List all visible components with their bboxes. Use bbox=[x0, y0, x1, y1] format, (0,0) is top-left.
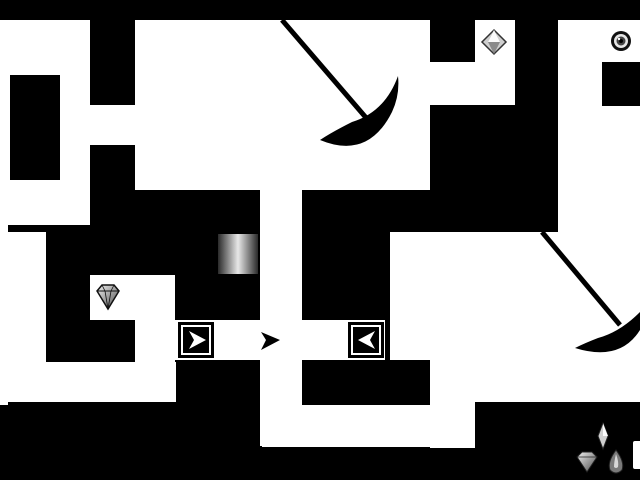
arrow-right-icon bbox=[189, 331, 206, 349]
crystal-icon[interactable] bbox=[597, 421, 609, 451]
teardrop-gem-icon[interactable] bbox=[608, 449, 624, 474]
gradient-block-icon[interactable] bbox=[218, 234, 258, 274]
inventory-tray bbox=[576, 421, 640, 474]
diamond-icon[interactable] bbox=[480, 28, 508, 56]
arrow-right-icon bbox=[261, 332, 280, 350]
arrow-right-tile[interactable] bbox=[178, 322, 214, 358]
arrow-left-tile[interactable] bbox=[348, 322, 384, 358]
eye-icon[interactable] bbox=[611, 31, 631, 51]
pendulum-blade-right bbox=[540, 230, 640, 353]
gem-icon[interactable] bbox=[96, 284, 120, 311]
maze-walls bbox=[303, 62, 640, 405]
pendulum-blade-top bbox=[280, 18, 399, 146]
arrow-left-icon bbox=[358, 331, 375, 349]
inventory-slot[interactable] bbox=[631, 439, 640, 471]
gem-icon[interactable] bbox=[576, 451, 598, 473]
